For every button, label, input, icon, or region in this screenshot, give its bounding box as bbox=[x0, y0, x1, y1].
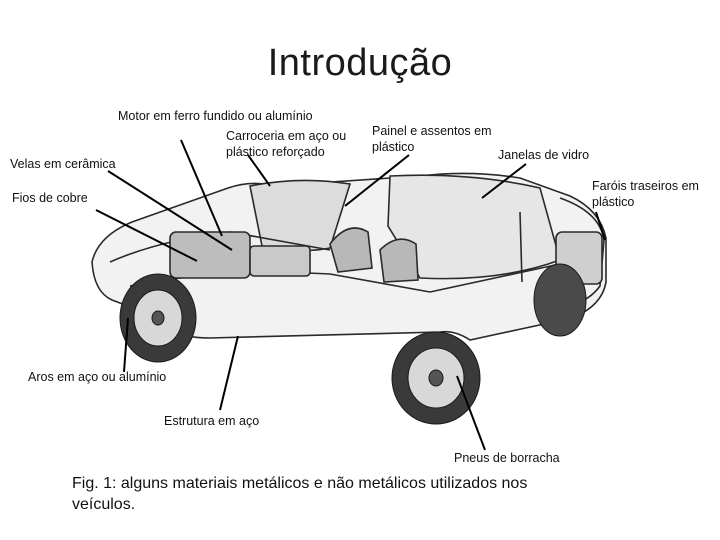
label-motor: Motor em ferro fundido ou alumínio bbox=[118, 108, 358, 124]
label-pneus: Pneus de borracha bbox=[454, 450, 560, 466]
label-aros: Aros em aço ou alumínio bbox=[28, 369, 166, 385]
label-janelas: Janelas de vidro bbox=[498, 147, 589, 163]
label-carroceria: Carroceria em aço ou plástico reforçado bbox=[226, 128, 356, 160]
figure-caption: Fig. 1: alguns materiais metálicos e não… bbox=[72, 473, 572, 515]
rear-right-wheel bbox=[534, 264, 586, 336]
label-painel: Painel e assentos em plástico bbox=[372, 123, 498, 155]
rear-wheel bbox=[392, 332, 480, 424]
label-velas: Velas em cerâmica bbox=[10, 156, 116, 172]
front-wheel bbox=[120, 274, 196, 362]
label-estrutura: Estrutura em aço bbox=[164, 413, 259, 429]
label-fios: Fios de cobre bbox=[12, 190, 88, 206]
label-farois: Faróis traseiros em plástico bbox=[592, 178, 714, 210]
